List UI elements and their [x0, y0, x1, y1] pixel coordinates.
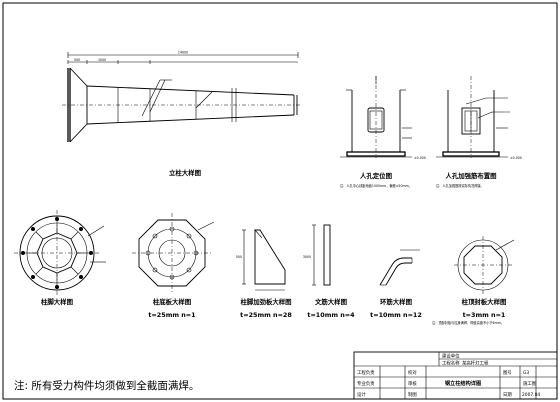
- manhole-inner: [369, 110, 383, 130]
- tb-drawing-no-label: 图号: [503, 370, 512, 376]
- door-stiffener-params: t=10mm n=4: [307, 311, 355, 319]
- bolt-4: [79, 275, 83, 279]
- stiffener-params: t=25mm n=28: [240, 311, 292, 319]
- tb-stage: 施工图: [523, 380, 537, 387]
- manhole-opening: [367, 107, 385, 133]
- tb-drawer: 制图: [408, 391, 417, 398]
- door-stiffener-view: 3000 文筋大样图 t=10mm n=4: [303, 224, 355, 319]
- weld-leader-1: [141, 79, 161, 117]
- plate-leader: [197, 221, 215, 231]
- top-cap-octagon: [463, 245, 503, 285]
- bolt-2: [79, 227, 83, 231]
- weld-leader-3: [195, 91, 213, 109]
- ring-stiffener-view: 环筋大样图 t=10mm n=12: [370, 249, 422, 319]
- ring-stiffener-inner: [385, 262, 412, 286]
- ring-stiffener-outer: [379, 257, 412, 286]
- bolt-1: [55, 217, 59, 221]
- dim-segment-a: 500: [74, 58, 80, 62]
- rib-6: [35, 266, 44, 275]
- base-plate: [346, 151, 406, 157]
- manhole-reinforcement-view: ±0.000 人孔加强筋布置图 注：人孔加强筋按实际情况焊接。: [436, 76, 522, 188]
- tb-date-label: 日期: [503, 392, 512, 398]
- stiffener-chamfer: [254, 229, 263, 239]
- bolt-8: [31, 227, 35, 231]
- plate-hole-3: [193, 250, 199, 256]
- stiffener-title: 柱脚加劲板大样图: [240, 297, 291, 306]
- manhole-reinforcement-note: 注：人孔加强筋按实际情况焊接。: [436, 183, 484, 188]
- ring-stiffener-title: 环筋大样图: [380, 297, 412, 306]
- door-stiffener-dimension: 3000: [303, 255, 311, 259]
- top-cap-title: 柱顶封板大样图: [462, 297, 507, 306]
- tb-project-name-value: 某高杆灯工程: [462, 360, 489, 367]
- door-stiffener-bar: [323, 224, 331, 286]
- base-ring-title: 柱脚大样图: [41, 297, 73, 306]
- plate-hole-8: [152, 233, 158, 239]
- column-top-edge: [86, 85, 295, 96]
- stiffener-dimension: 500: [236, 255, 242, 259]
- bolt-3: [89, 251, 93, 255]
- base-plate-params: t=25mm n=1: [148, 311, 195, 319]
- bolt-6: [31, 275, 35, 279]
- base-leader-1: [87, 225, 105, 237]
- tb-drawing-no-value: G3: [523, 370, 529, 376]
- manhole-frame: [461, 107, 481, 135]
- title-block-frame: [353, 351, 558, 400]
- title-block: 建设单位 工程名称 某高杆灯工程 工程负责 专业负责 设计 校对 审核 制图 钢…: [353, 351, 558, 400]
- manhole-elevation: ±0.000: [414, 156, 426, 160]
- ring-stiffener-params: t=10mm n=12: [370, 311, 422, 319]
- tb-specialty-lead: 专业负责: [357, 380, 375, 387]
- leader-a: [465, 97, 487, 105]
- top-cap-params: t=3mm n=1: [463, 311, 506, 319]
- top-cap-view: 柱顶封板大样图 t=3mm n=1 注：顶部封板与柱身满焊，焊缝高度不小于6mm…: [432, 236, 515, 325]
- flare-bottom: [69, 123, 88, 143]
- plate-hole-4: [186, 267, 192, 273]
- door-stiffener-title: 文筋大样图: [315, 297, 347, 306]
- manhole-reinforcement-title: 人孔加强筋布置图: [445, 171, 496, 180]
- cap-leader: [495, 239, 515, 251]
- general-note: 注: 所有受力构件均须做到全截面满焊。: [14, 379, 199, 392]
- base-plate-octagon: [138, 219, 206, 287]
- weld-leader-2: [149, 79, 166, 113]
- tb-reviewer: 审核: [408, 380, 417, 387]
- rib-4: [70, 266, 79, 275]
- column-bottom-edge: [86, 114, 295, 125]
- base-ring-view: 柱脚大样图: [14, 210, 106, 306]
- plate-hole-2: [186, 233, 192, 239]
- dim-segment-b: 1000: [98, 58, 106, 62]
- manhole-location-view: ±0.000 人孔定位图 注：人孔中心线距地面1500mm，偏差±50mm。: [340, 76, 426, 188]
- flare-top: [69, 67, 88, 87]
- reinforcement-elevation: ±0.000: [510, 156, 522, 160]
- rib-2: [70, 231, 79, 240]
- column-elevation-view: 14000 500 1000 立柱大样图: [62, 51, 302, 177]
- stiffener-outline: [254, 229, 286, 285]
- top-cap-note: 注：顶部封板与柱身满焊，焊缝高度不小于6mm。: [432, 320, 504, 325]
- plate-hole-6: [152, 267, 158, 273]
- tb-checker: 校对: [408, 369, 417, 376]
- plate-hole-7: [145, 250, 151, 256]
- base-plate-title: 柱底板大样图: [153, 297, 191, 306]
- dim-overall-length: 14000: [178, 51, 188, 55]
- tb-drawing-title: 钢立柱结构详图: [445, 379, 481, 387]
- manhole-location-title: 人孔定位图: [360, 171, 392, 180]
- tb-date-value: 2007.04: [522, 392, 540, 398]
- plate-hole-1: [169, 226, 175, 232]
- base-plate-view: 柱底板大样图 t=25mm n=1: [132, 213, 215, 319]
- bolt-5: [55, 285, 59, 289]
- column-elevation-title: 立柱大样图: [169, 168, 201, 177]
- tb-designer: 设计: [357, 391, 366, 398]
- base-plate-2: [442, 151, 500, 157]
- leader-b: [477, 111, 493, 119]
- tb-engineering-lead: 工程负责: [357, 369, 375, 376]
- tb-project-unit-label: 建设单位: [442, 353, 460, 360]
- plate-hole-5: [169, 274, 175, 280]
- stiffener-view: 500 柱脚加劲板大样图 t=25mm n=28: [236, 229, 292, 319]
- bolt-7: [21, 251, 25, 255]
- tb-project-name-label: 工程名称: [442, 360, 460, 367]
- manhole-location-note: 注：人孔中心线距地面1500mm，偏差±50mm。: [340, 183, 412, 188]
- rib-8: [35, 231, 44, 240]
